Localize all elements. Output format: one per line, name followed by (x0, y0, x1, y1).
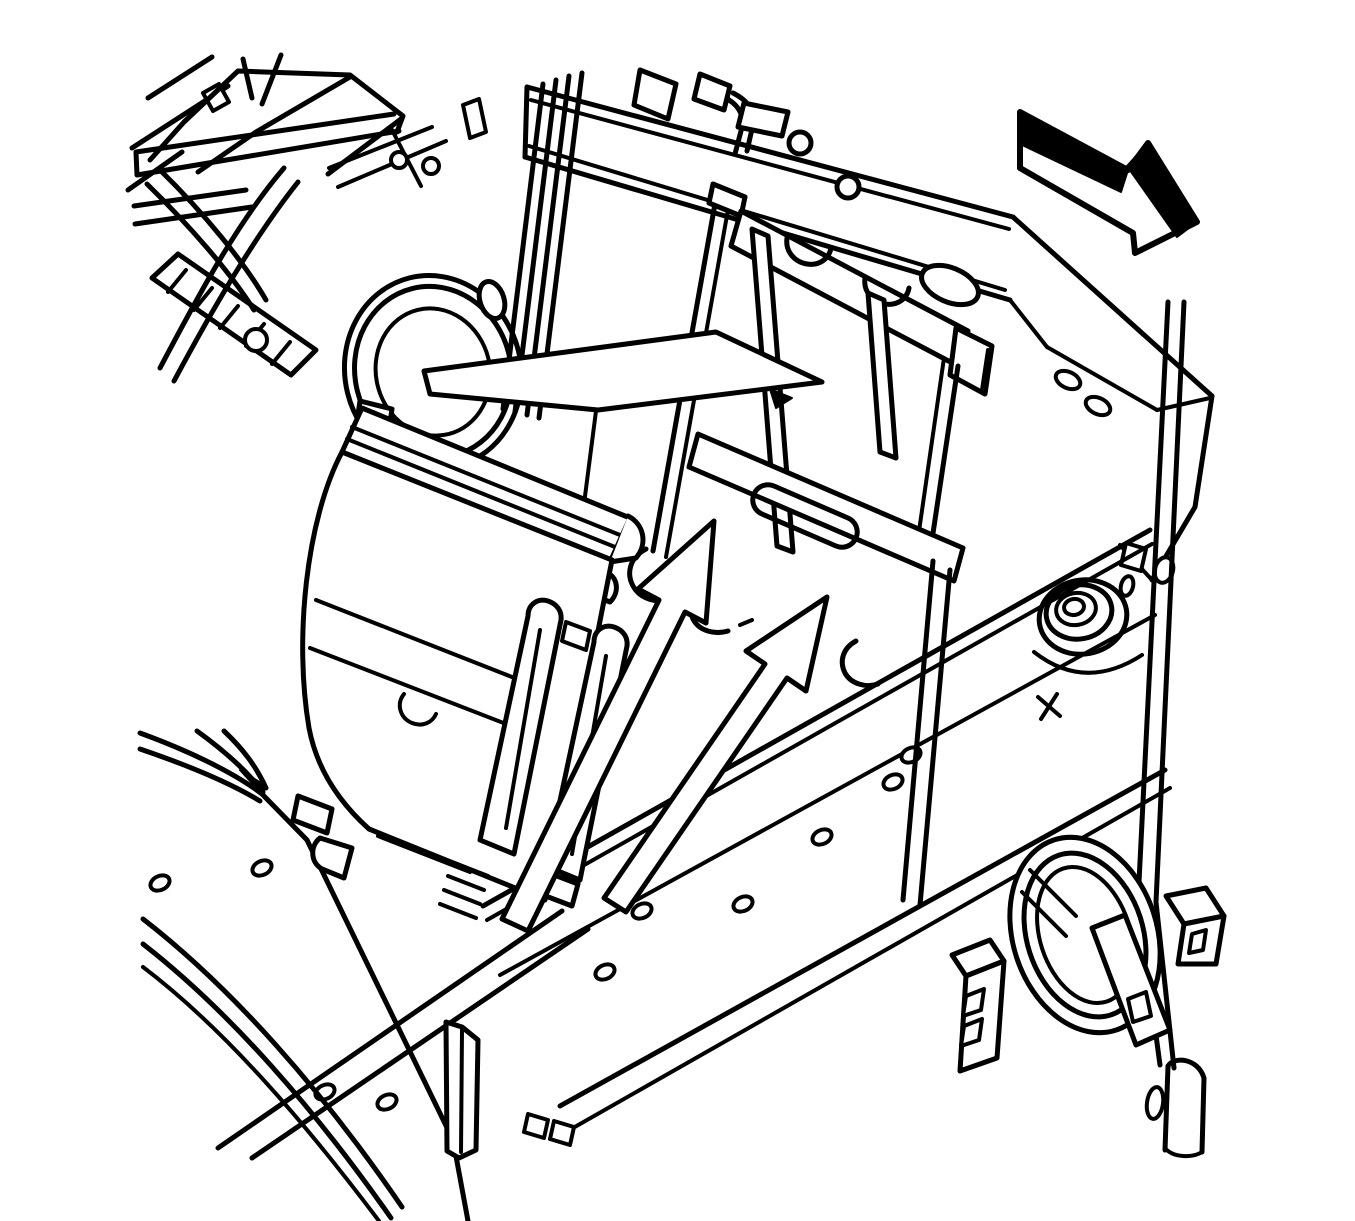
corner-plate-crease-1 (1045, 345, 1159, 412)
corner-plate-square-hole (1119, 541, 1148, 573)
frame-hole-9 (148, 873, 172, 893)
drain-tube (1162, 1057, 1207, 1155)
install-arrow-1 (499, 518, 717, 934)
top-rail-slot (735, 100, 791, 139)
panel-dart-tip (239, 769, 267, 795)
top-rail-left-end (522, 84, 530, 160)
frame-square-hole-1 (522, 1112, 550, 1140)
body-mount-under-arc (1032, 650, 1144, 675)
top-rail-edge-1b (529, 98, 1011, 231)
clip-block-hole (1187, 928, 1208, 955)
frame-flap-crease (459, 1028, 464, 1154)
body-mount-inner (1054, 590, 1098, 628)
bg-brace-band (133, 111, 402, 178)
fender-arc-4 (144, 181, 257, 313)
frame-hole-8 (375, 1092, 399, 1112)
install-arrow-2 (601, 594, 830, 915)
module-body-hook (397, 692, 438, 727)
module-left-foot-tab (310, 835, 355, 881)
wheel-arch-arc-3 (141, 965, 381, 1221)
right-post (1135, 299, 1187, 905)
module-ladder-detail (438, 860, 490, 920)
wheel-ring-chords (1020, 868, 1078, 938)
top-rail-hole-1 (786, 129, 814, 157)
frame-hole-3 (810, 827, 834, 847)
corner-plate-oval-4 (1118, 574, 1136, 598)
panel-dart-curves (137, 728, 269, 804)
bg-stud-left (201, 82, 231, 113)
top-rail-tab-1 (631, 67, 679, 122)
bracket-hook-3 (839, 638, 881, 689)
frame-hole-5 (899, 745, 923, 765)
bracket-support-post (900, 558, 953, 908)
pointer-band-glyph (769, 388, 793, 409)
bracket-end-cap (947, 325, 995, 397)
frame-left-rail-1 (215, 908, 565, 1151)
body-mount-mid (1043, 582, 1115, 642)
module-top-ridges (345, 425, 622, 549)
module-connector-1-crease (504, 628, 542, 830)
module-connector-1 (477, 597, 564, 857)
fender-arc-3 (157, 167, 269, 303)
harness-lines (500, 70, 585, 421)
hatched-bracket-hatching (166, 268, 292, 366)
top-rail-oval-slot (919, 262, 981, 308)
bg-rivet-2 (421, 156, 441, 176)
corner-plate-crease-2 (1155, 396, 1212, 412)
frame-square-hole-2 (548, 1119, 576, 1147)
frame-hole-4 (881, 772, 905, 792)
panel-long-edge (260, 792, 471, 1221)
wheel-arch-arc-1 (140, 916, 405, 1210)
frame-hole-6 (593, 962, 617, 982)
module-bottom-step (376, 834, 472, 874)
top-rail-edge-1 (524, 84, 1016, 220)
frame-left-rail-2 (249, 926, 591, 1161)
frame-rail-upper-edge-b (485, 542, 1154, 922)
corner-plate-oval-1 (1053, 368, 1083, 392)
corner-plate-crease-3 (1008, 298, 1049, 349)
bracket-right-edge (926, 363, 961, 563)
frame-rail-upper-edge (480, 527, 1153, 909)
frame-hole-1 (630, 901, 654, 921)
lower-bracket-hole-2 (959, 1017, 984, 1048)
drain-tube-bottom (1163, 1146, 1204, 1159)
module-body (300, 449, 615, 903)
module-connector-notch (560, 620, 592, 652)
frame-rail-lower-edge (557, 767, 1168, 1109)
body-mount-center (1062, 596, 1086, 618)
pointer-band (421, 329, 825, 413)
ring-strap-hole (1126, 990, 1153, 1024)
module-body-creases (308, 598, 542, 736)
frame-hole-2 (731, 894, 755, 914)
bracket-bottom-slot (750, 482, 860, 550)
post-oval (1144, 1085, 1166, 1121)
module-top-right-cap (607, 513, 646, 565)
direction-arrow-band-tail (1019, 111, 1129, 193)
frame-rail-crease (498, 613, 1157, 977)
corner-plate-cross-mark (1036, 692, 1062, 721)
bg-wedge-lines (147, 68, 406, 177)
hatched-bracket-hole (243, 327, 269, 353)
direction-arrow-band-head (1126, 142, 1198, 238)
top-rail-tab-2 (691, 71, 733, 113)
bracket-right-edge-b (914, 356, 946, 554)
wheel-arch-arc-2 (140, 941, 394, 1221)
frame-hole-10 (250, 858, 274, 878)
module-left-foot (290, 793, 335, 836)
bracket-end-cap-crease (980, 348, 990, 392)
bracket-card-guide-2 (865, 290, 899, 461)
oval-hole-upper (476, 279, 508, 321)
bg-rivet-1 (389, 150, 409, 170)
lower-bracket-hole-1 (961, 987, 986, 1018)
bracket-u-notch-1 (784, 235, 834, 267)
bg-stud-right (461, 97, 488, 140)
corner-plate-oval-2 (1083, 394, 1113, 418)
top-rail-hole-2 (834, 173, 862, 201)
